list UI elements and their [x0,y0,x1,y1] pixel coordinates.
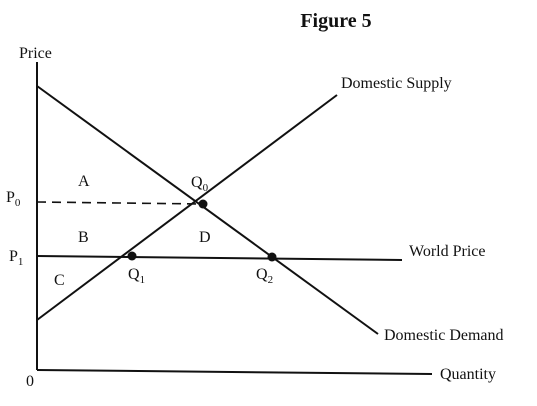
region-d-label: D [199,229,211,246]
supply-curve-label: Domestic Supply [341,75,452,92]
region-a-label: A [78,173,90,190]
demand-curve-label: Domestic Demand [384,327,504,344]
q2-label: Q2 [256,266,273,286]
point-q1 [127,251,137,261]
figure-title: Figure 5 [300,10,371,32]
supply-curve [36,94,338,321]
q0-label: Q0 [191,174,209,194]
p1-label: P1 [9,248,23,268]
p0-dashed-line [36,201,204,205]
x-axis-label: Quantity [440,366,496,383]
origin-label: 0 [26,373,34,390]
demand-curve [36,85,379,335]
world-price-label: World Price [409,243,485,260]
q1-label: Q1 [128,266,145,286]
region-b-label: B [78,229,89,246]
region-c-label: C [54,272,65,289]
x-axis [36,369,433,375]
p0-label: P0 [6,189,21,209]
point-q2 [267,252,277,262]
y-axis-label: Price [19,45,52,62]
equilibrium-point-q0 [198,199,208,209]
world-price-line [36,255,403,261]
